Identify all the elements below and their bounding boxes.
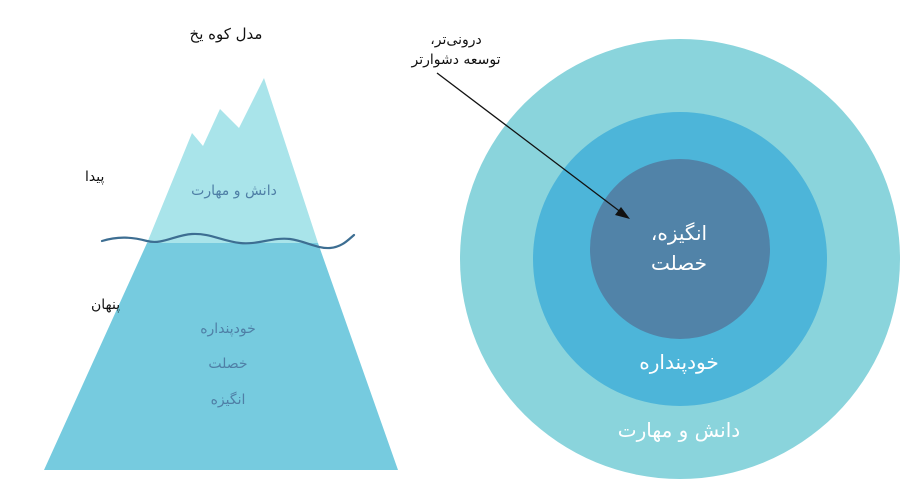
iceberg-hidden-body — [44, 243, 398, 470]
iceberg-visible-tip — [147, 78, 318, 243]
annotation-line2: توسعه دشوارتر — [410, 52, 500, 68]
hidden-item-3: انگیزه — [211, 391, 246, 408]
hidden-item-2: خصلت — [208, 356, 247, 372]
inner-label-line2: خصلت — [651, 251, 707, 275]
middle-ring-label: خودپنداره — [639, 350, 718, 375]
annotation-arrow-shaft — [436, 72, 623, 214]
concentric-circles: انگیزه، خصلت خودپنداره دانش و مهارت درون… — [410, 32, 900, 479]
hidden-label: پنهان — [91, 297, 120, 313]
annotation-arrow-head — [615, 207, 630, 219]
hidden-item-1: خودپنداره — [200, 321, 256, 337]
visible-label: پیدا — [85, 169, 104, 185]
tip-text: دانش و مهارت — [191, 183, 277, 199]
outer-ring-label: دانش و مهارت — [618, 418, 740, 442]
iceberg-model: مدل کوه یخ پیدا پنهان دانش و مهارت خودپن… — [44, 25, 398, 470]
ring-inner — [590, 159, 770, 339]
annotation-line1: درونی‌تر، — [430, 32, 481, 48]
inner-label-line1: انگیزه، — [651, 221, 707, 245]
iceberg-title: مدل کوه یخ — [190, 25, 263, 43]
waterline — [100, 232, 356, 250]
